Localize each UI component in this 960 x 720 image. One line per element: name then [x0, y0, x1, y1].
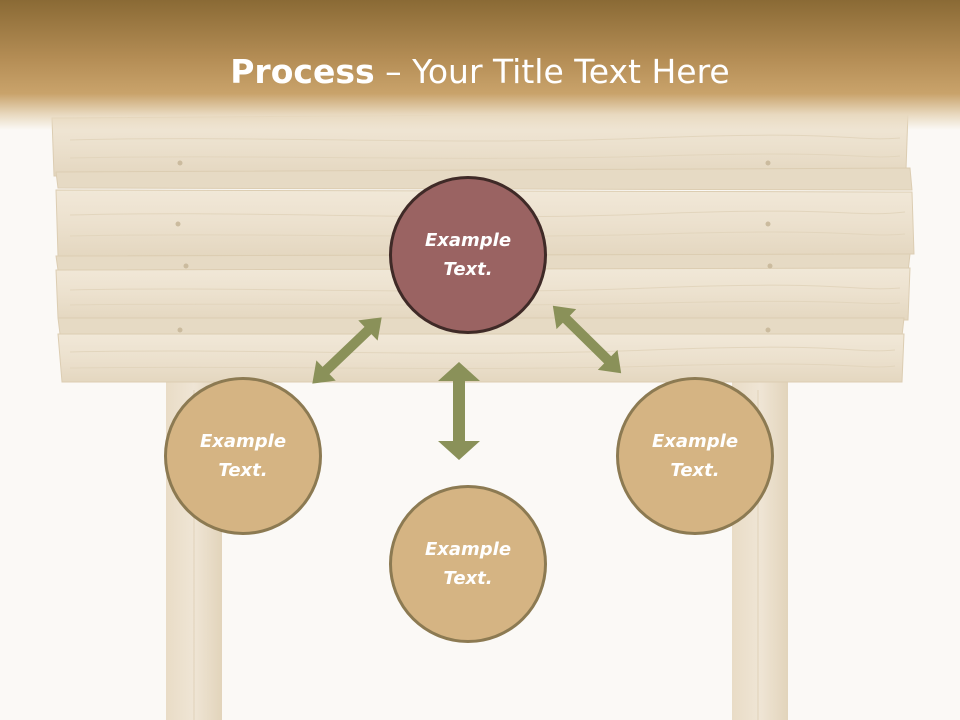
node-text-line1: Example [651, 431, 739, 452]
plank [57, 333, 905, 383]
slide-title: Process – Your Title Text Here [0, 52, 960, 91]
process-node-right: Example Text. [616, 377, 774, 535]
node-text-line2: Text. [670, 460, 720, 481]
node-text-line1: Example [199, 431, 287, 452]
double-arrow-vertical [438, 362, 480, 460]
title-bar [0, 0, 960, 130]
process-node-top: Example Text. [389, 176, 547, 334]
node-text-line1: Example [424, 539, 512, 560]
double-arrow-left [312, 317, 382, 384]
process-node-bottom: Example Text. [389, 485, 547, 643]
title-separator: – [374, 52, 413, 91]
node-text-line2: Text. [218, 460, 268, 481]
node-text-line1: Example [424, 230, 512, 251]
double-arrow-right [552, 305, 622, 374]
node-text-line2: Text. [443, 568, 493, 589]
title-bold: Process [230, 52, 375, 91]
title-rest: Your Title Text Here [412, 52, 730, 91]
process-node-left: Example Text. [164, 377, 322, 535]
node-text-line2: Text. [443, 259, 493, 280]
